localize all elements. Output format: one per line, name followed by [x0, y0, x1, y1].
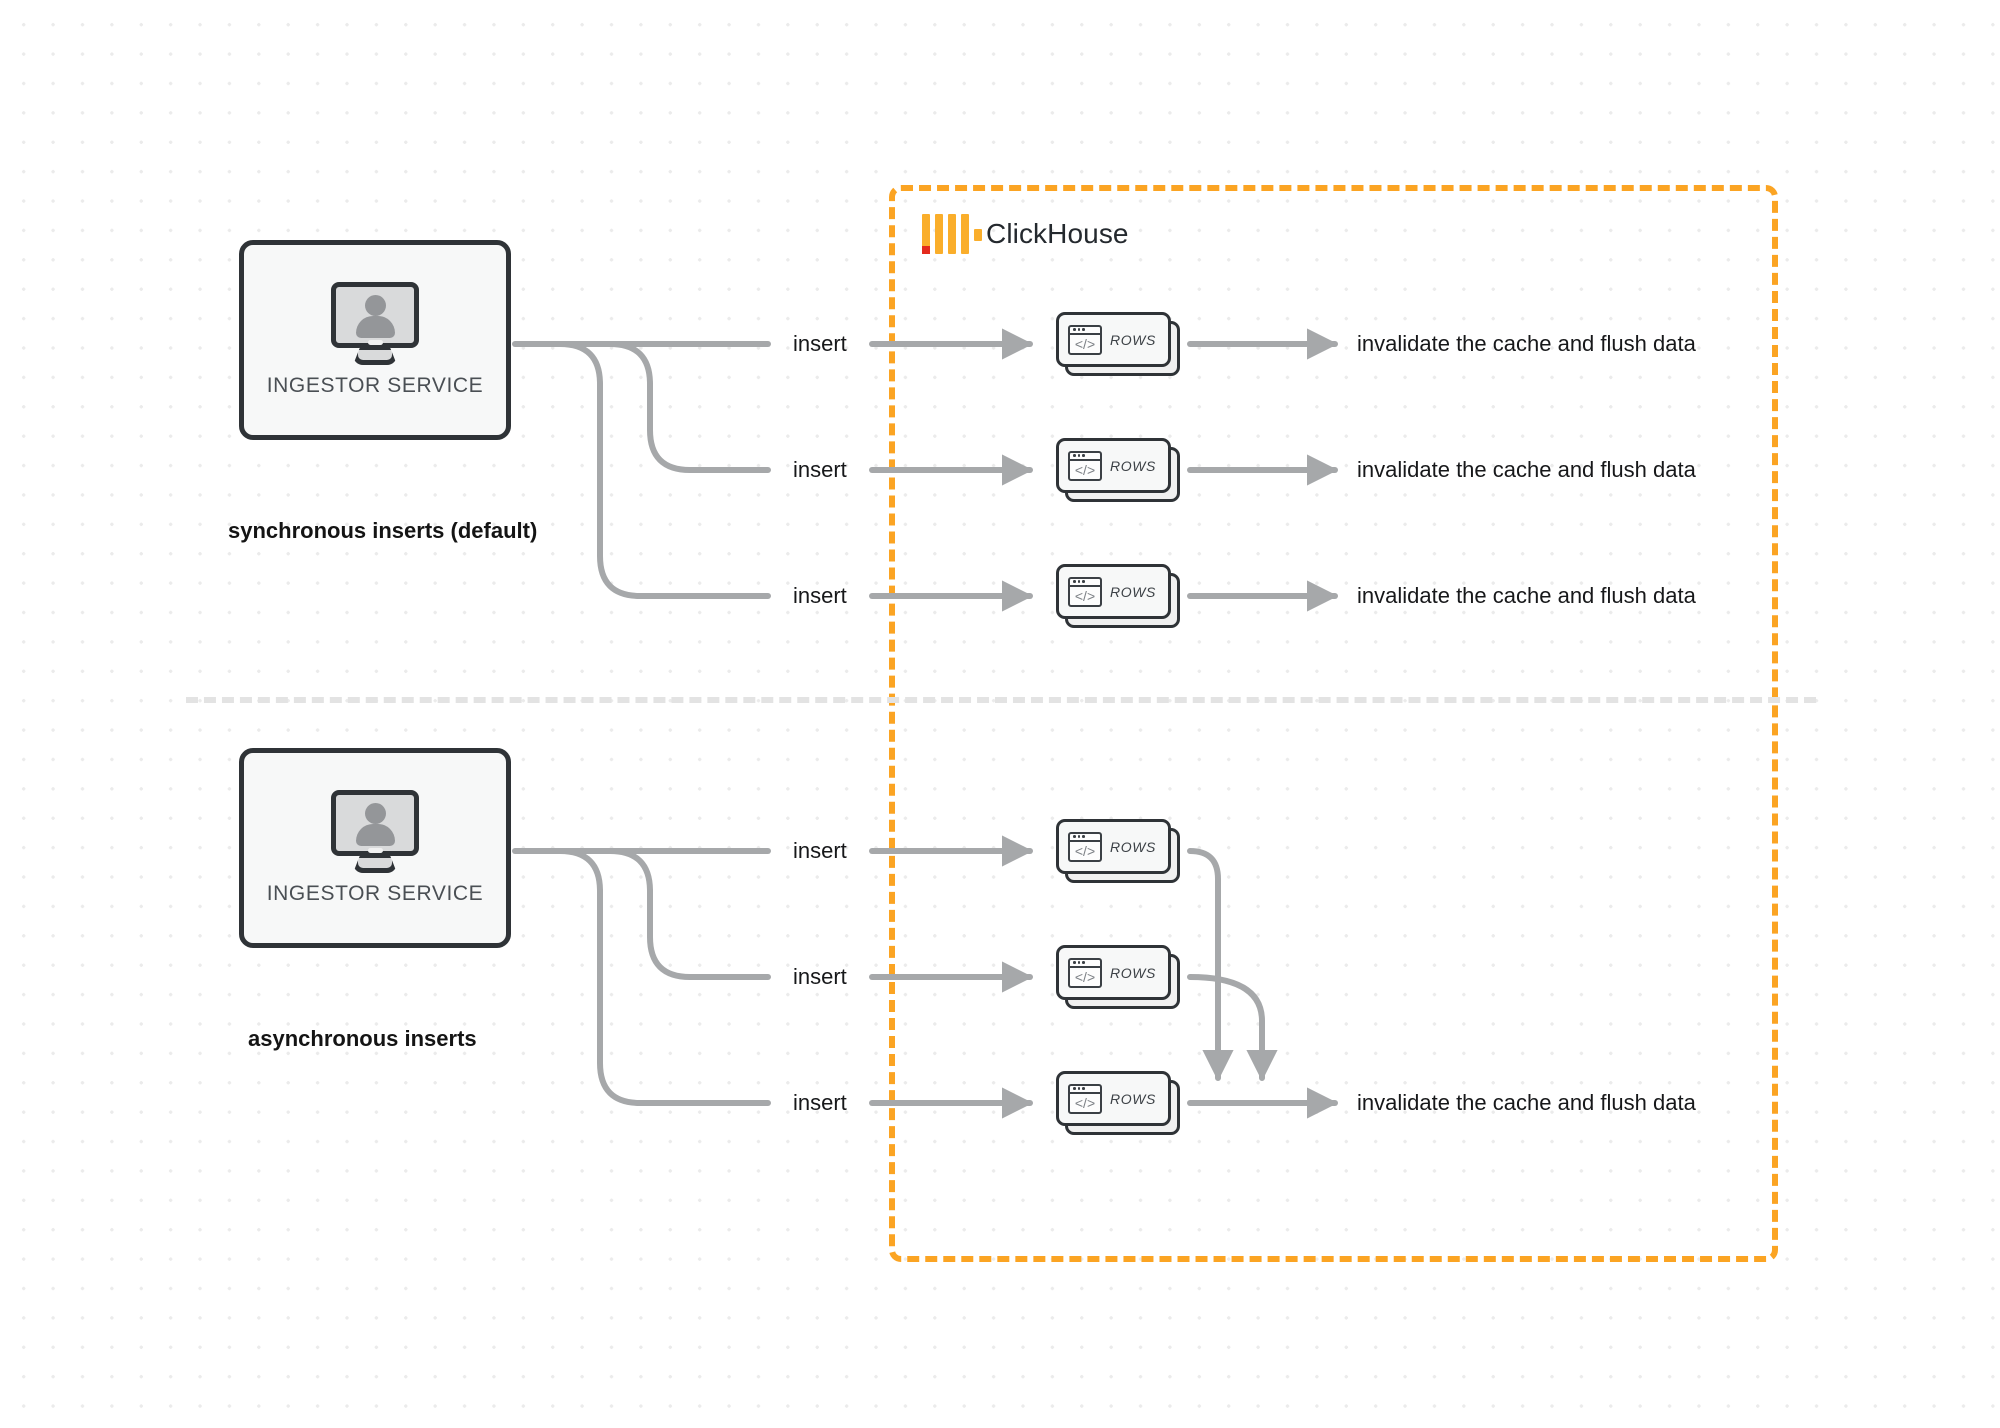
ingestor-service-label-sync: INGESTOR SERVICE — [266, 374, 484, 397]
clickhouse-logo-icon — [922, 214, 982, 254]
rows-card-label: ROWS — [1110, 457, 1156, 474]
rows-card-label: ROWS — [1110, 583, 1156, 600]
code-window-icon: </> — [1068, 957, 1102, 988]
rows-card-label: ROWS — [1110, 331, 1156, 348]
wire-async-2a — [607, 848, 771, 980]
edge-label-sync-2: insert — [793, 457, 847, 482]
sink-label-sync-2: invalidate the cache and flush data — [1357, 457, 1696, 482]
code-window-icon: </> — [1068, 450, 1102, 481]
rows-card-front: </> ROWS — [1056, 945, 1171, 1000]
code-window-icon: </> — [1068, 324, 1102, 355]
section-caption-sync: synchronous inserts (default) — [228, 518, 538, 543]
rows-card-async-2[interactable]: </> ROWS — [1056, 945, 1180, 1009]
ingestor-service-async[interactable]: INGESTOR SERVICE — [239, 748, 511, 948]
wire-sync-2a — [607, 341, 771, 473]
code-window-icon: </> — [1068, 576, 1102, 607]
rows-card-front: </> ROWS — [1056, 312, 1171, 367]
rows-card-front: </> ROWS — [1056, 438, 1171, 493]
ingestor-service-label-async: INGESTOR SERVICE — [266, 882, 484, 905]
rows-card-async-3[interactable]: </> ROWS — [1056, 1071, 1180, 1135]
edge-label-sync-1: insert — [793, 331, 847, 356]
wire-async-3a — [557, 848, 771, 1106]
section-divider — [186, 697, 1816, 703]
rows-card-async-1[interactable]: </> ROWS — [1056, 819, 1180, 883]
edge-label-async-2: insert — [793, 964, 847, 989]
rows-card-label: ROWS — [1110, 838, 1156, 855]
rows-card-front: </> ROWS — [1056, 819, 1171, 874]
sink-label-sync-3: invalidate the cache and flush data — [1357, 583, 1696, 608]
clickhouse-brand: ClickHouse — [922, 214, 1129, 254]
section-caption-async: asynchronous inserts — [248, 1026, 477, 1051]
sink-label-async-1: invalidate the cache and flush data — [1357, 1090, 1696, 1115]
rows-card-label: ROWS — [1110, 964, 1156, 981]
clickhouse-boundary — [889, 185, 1778, 1262]
monitor-user-icon — [327, 282, 423, 366]
sink-label-sync-1: invalidate the cache and flush data — [1357, 331, 1696, 356]
rows-card-sync-2[interactable]: </> ROWS — [1056, 438, 1180, 502]
edge-label-async-3: insert — [793, 1090, 847, 1115]
edge-label-async-1: insert — [793, 838, 847, 863]
rows-card-front: </> ROWS — [1056, 564, 1171, 619]
clickhouse-brand-label: ClickHouse — [986, 218, 1129, 249]
rows-card-sync-3[interactable]: </> ROWS — [1056, 564, 1180, 628]
edge-label-sync-3: insert — [793, 583, 847, 608]
monitor-user-icon — [327, 790, 423, 874]
code-window-icon: </> — [1068, 1083, 1102, 1114]
rows-card-front: </> ROWS — [1056, 1071, 1171, 1126]
rows-card-sync-1[interactable]: </> ROWS — [1056, 312, 1180, 376]
ingestor-service-sync[interactable]: INGESTOR SERVICE — [239, 240, 511, 440]
code-window-icon: </> — [1068, 831, 1102, 862]
rows-card-label: ROWS — [1110, 1090, 1156, 1107]
wire-sync-3a — [557, 341, 771, 599]
